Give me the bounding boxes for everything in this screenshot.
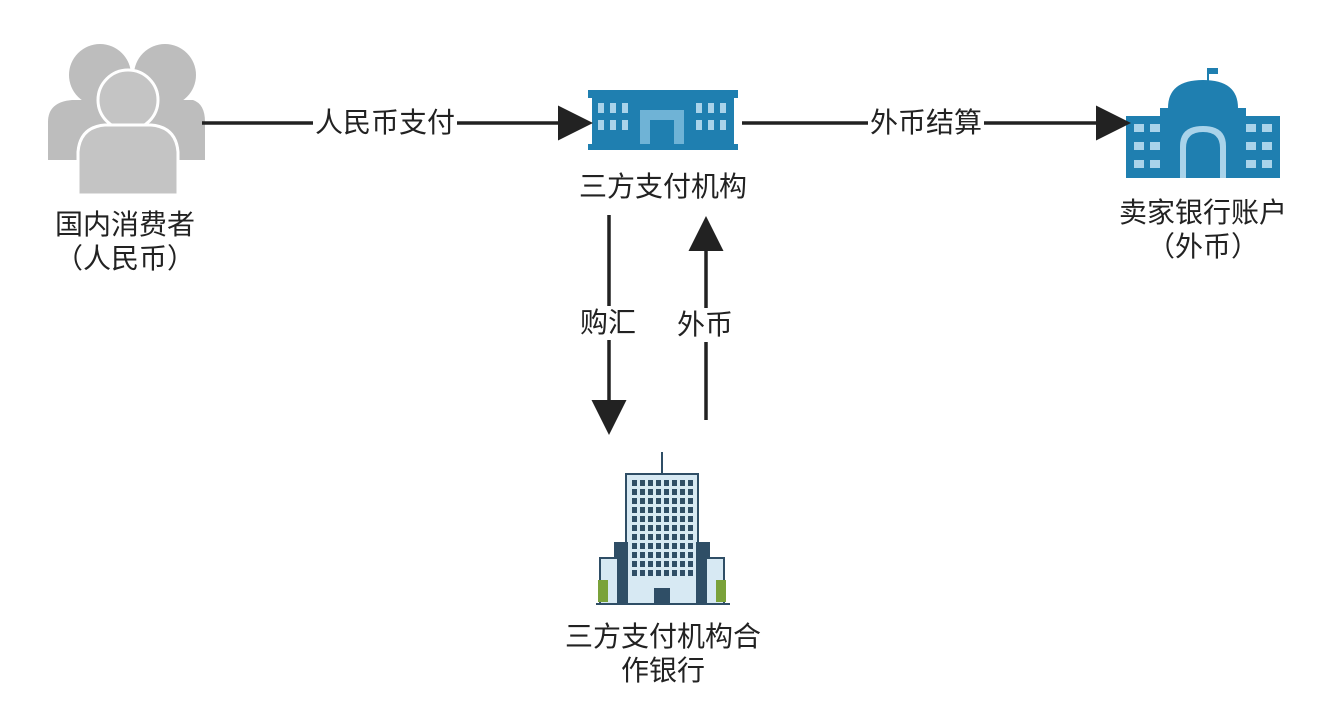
seller-bank-label: 卖家银行账户 （外币）	[1093, 196, 1313, 264]
edge-label-fx-purchase: 购汇	[578, 306, 639, 340]
edge-label-foreign-currency: 外币	[675, 308, 736, 342]
edge-label-fx-settlement: 外币结算	[868, 106, 985, 140]
seller-bank-label-line1: 卖家银行账户	[1118, 196, 1287, 229]
people-group-icon	[48, 44, 205, 197]
payment-institution-label: 三方支付机构	[578, 170, 747, 203]
partner-bank-label-line1: 三方支付机构合	[564, 620, 761, 653]
consumer-label: 国内消费者 （人民币）	[20, 208, 230, 276]
office-tower-icon	[596, 452, 730, 605]
seller-bank-label-line2: （外币）	[1146, 230, 1259, 263]
partner-bank-label: 三方支付机构合 作银行	[543, 620, 783, 688]
consumer-label-line1: 国内消费者	[54, 208, 195, 241]
partner-bank-label-line2: 作银行	[620, 654, 705, 687]
domed-bank-icon	[1126, 68, 1280, 178]
edge-label-rmb-payment: 人民币支付	[313, 106, 458, 140]
consumer-label-line2: （人民币）	[54, 242, 195, 275]
government-building-icon	[588, 90, 738, 150]
